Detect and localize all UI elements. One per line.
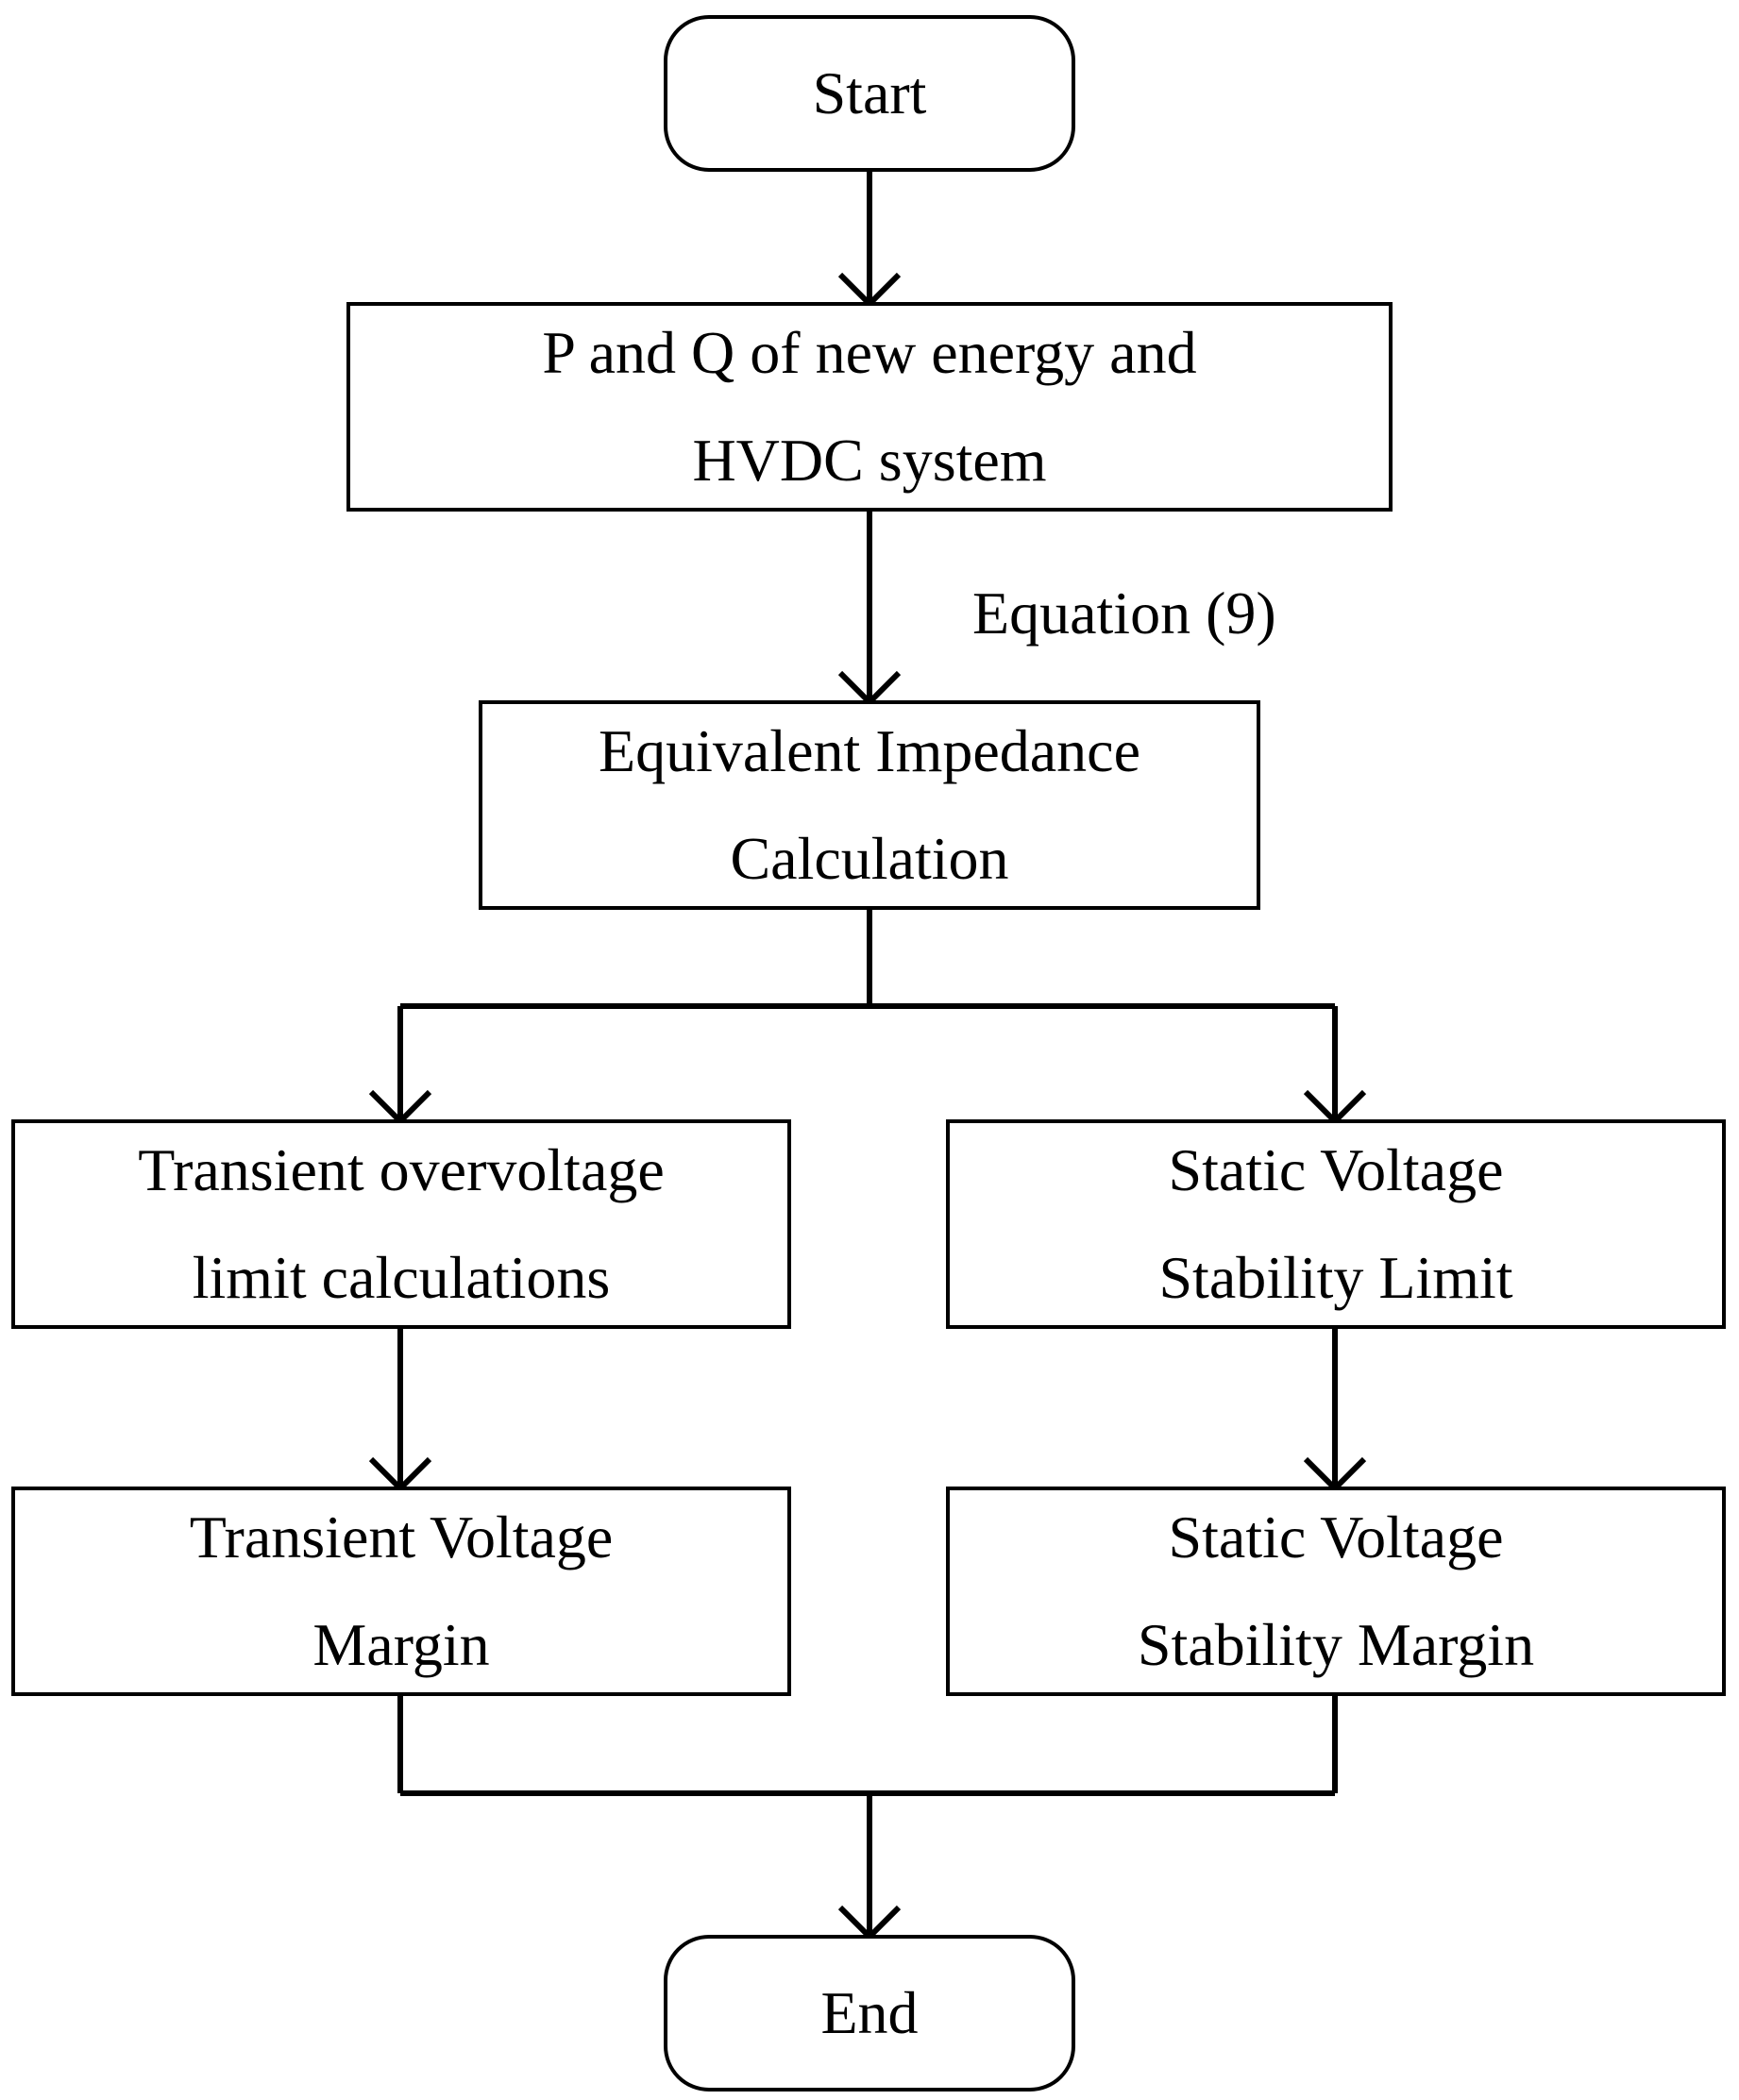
static-limit-process-box: Static Voltage Stability Limit bbox=[946, 1119, 1726, 1329]
edge-branch-to-static-limit bbox=[1303, 1006, 1367, 1126]
static-margin-label-line-2: Stability Margin bbox=[1137, 1611, 1535, 1678]
edge-inputs-to-impedance bbox=[837, 510, 902, 707]
start-label: Start bbox=[812, 59, 927, 126]
impedance-process-box: Equivalent Impedance Calculation bbox=[479, 700, 1260, 910]
transient-margin-label-line-1: Transient Voltage bbox=[189, 1504, 614, 1571]
inputs-process-box: P and Q of new energy and HVDC system bbox=[346, 302, 1393, 512]
transient-limit-process-box: Transient overvoltage limit calculations bbox=[11, 1119, 791, 1329]
edge-margins-to-end bbox=[397, 1693, 1338, 1941]
transient-margin-label-line-2: Margin bbox=[312, 1611, 490, 1678]
edge-branch-to-transient-limit bbox=[368, 1006, 432, 1126]
edge-impedance-to-branches bbox=[400, 908, 1335, 1009]
static-limit-label-line-1: Static Voltage bbox=[1168, 1136, 1504, 1203]
start-terminal: Start bbox=[664, 15, 1075, 172]
static-margin-process-box: Static Voltage Stability Margin bbox=[946, 1487, 1726, 1696]
static-margin-label-line-1: Static Voltage bbox=[1168, 1504, 1504, 1571]
transient-limit-label-line-1: Transient overvoltage bbox=[138, 1136, 665, 1203]
impedance-label-line-2: Calculation bbox=[730, 825, 1009, 892]
transient-limit-label-line-2: limit calculations bbox=[192, 1244, 611, 1311]
edge-transient-limit-to-margin bbox=[368, 1329, 432, 1493]
inputs-label-line-2: HVDC system bbox=[692, 427, 1047, 494]
inputs-label-line-1: P and Q of new energy and bbox=[542, 319, 1197, 386]
end-label: End bbox=[820, 1979, 919, 2046]
equation-edge-label: Equation (9) bbox=[972, 580, 1276, 647]
edge-start-to-inputs bbox=[837, 172, 902, 309]
impedance-label-line-1: Equivalent Impedance bbox=[599, 717, 1140, 784]
edge-static-limit-to-margin bbox=[1303, 1329, 1367, 1493]
transient-margin-process-box: Transient Voltage Margin bbox=[11, 1487, 791, 1696]
end-terminal: End bbox=[664, 1935, 1075, 2092]
static-limit-label-line-2: Stability Limit bbox=[1158, 1244, 1513, 1311]
